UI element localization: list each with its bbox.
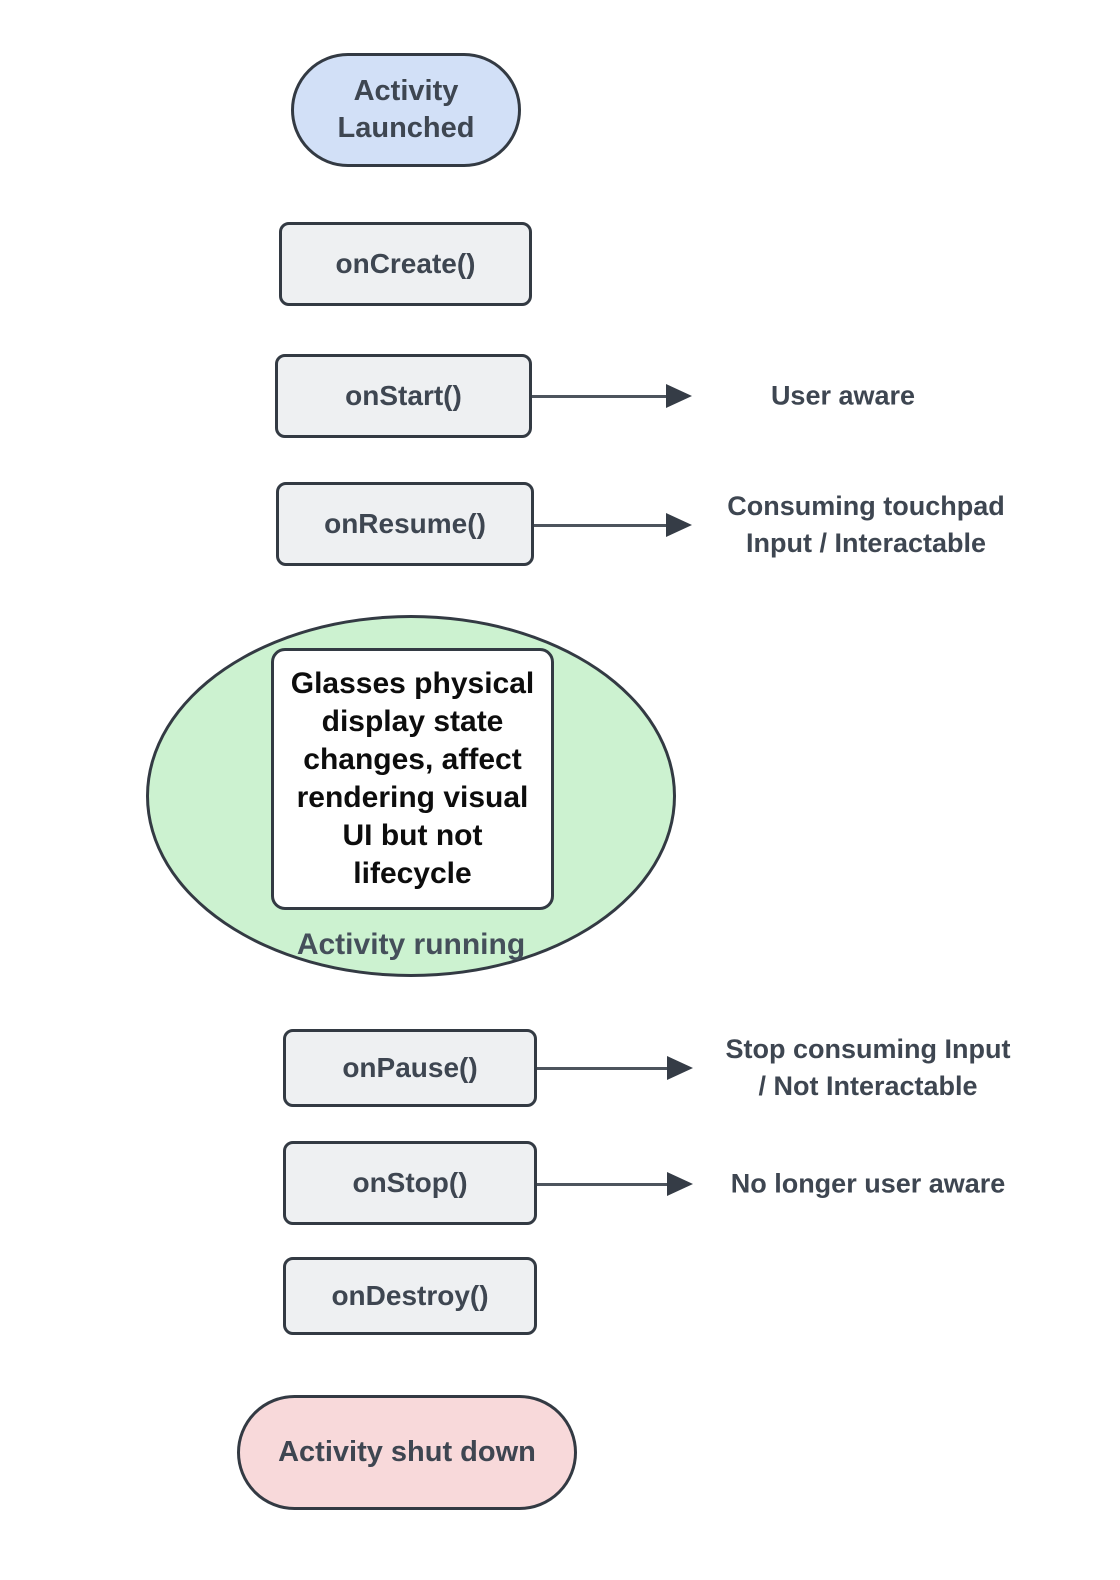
node-activity-shut-down: Activity shut down [237,1395,577,1510]
arrow-line [532,394,668,398]
node-activity-launched: Activity Launched [291,53,521,167]
onresume-arrow [534,513,692,537]
node-ondestroy: onDestroy() [283,1257,537,1335]
node-onstart: onStart() [275,354,532,438]
node-onstop: onStop() [283,1141,537,1225]
arrow-line [534,523,668,527]
arrow-head-icon [667,1056,693,1080]
node-onpause: onPause() [283,1029,537,1107]
arrow-line [537,1182,669,1186]
annotation-stop-consuming-input: Stop consuming Input / Not Interactable [725,1034,1011,1101]
arrow-head-icon [666,384,692,408]
onstop-arrow [537,1172,693,1196]
note-glasses-display-state: Glasses physical display state changes, … [271,648,554,910]
annotation-user-aware: User aware [770,380,916,411]
arrow-head-icon [666,513,692,537]
annotation-no-longer-user-aware: No longer user aware [730,1168,1006,1199]
arrow-head-icon [667,1172,693,1196]
node-onresume: onResume() [276,482,534,566]
arrow-line [537,1066,669,1070]
label-activity-running: Activity running [296,928,526,961]
onpause-arrow [537,1056,693,1080]
node-oncreate: onCreate() [279,222,532,306]
annotation-consuming-touchpad: Consuming touchpad Input / Interactable [727,491,1005,558]
onstart-arrow [532,384,692,408]
